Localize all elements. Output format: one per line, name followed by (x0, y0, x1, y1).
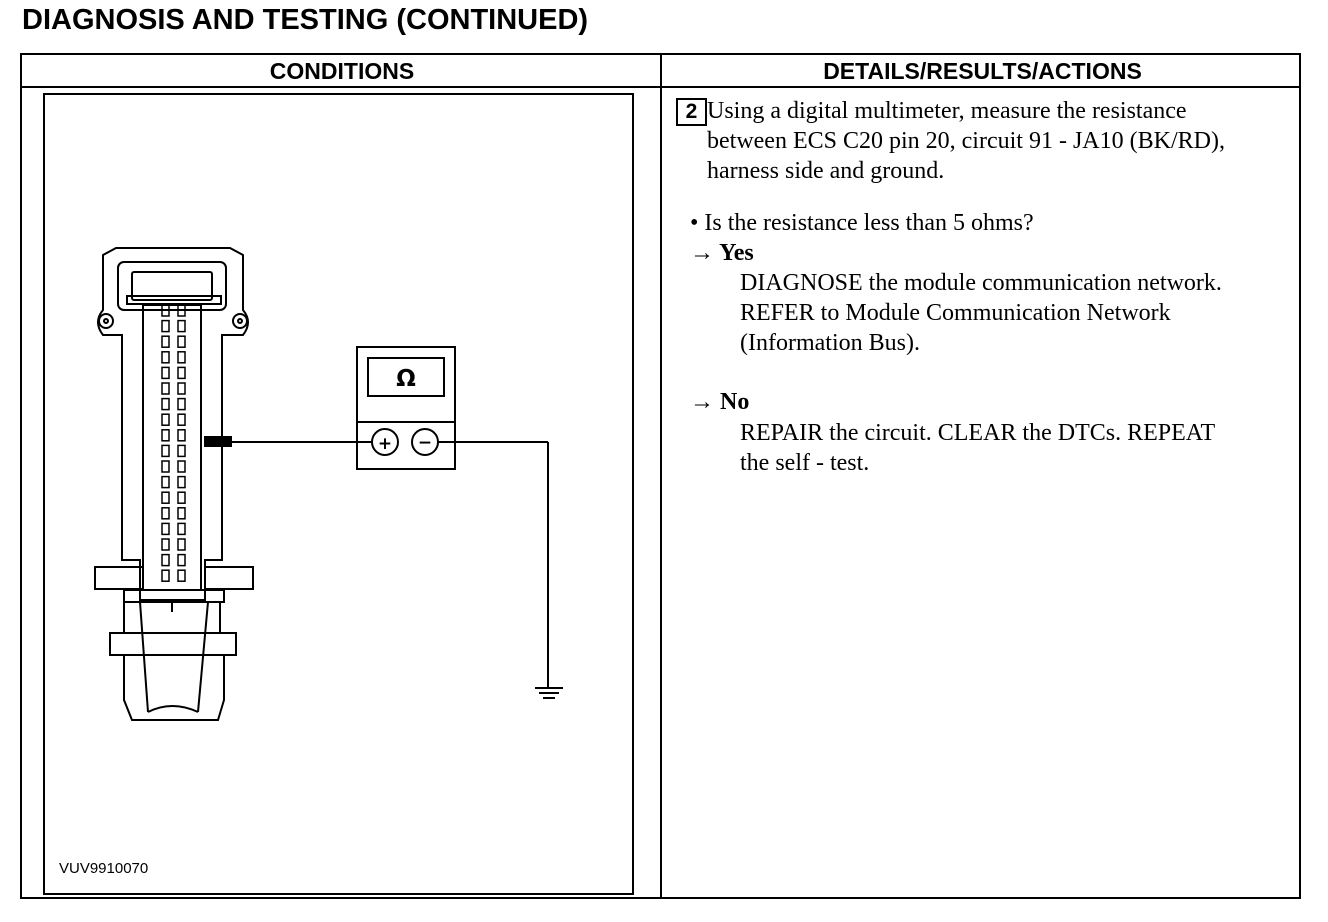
yes-action-line: REFER to Module Communication Network (740, 300, 1171, 326)
connector-pin (177, 538, 186, 551)
connector-pin (177, 382, 186, 395)
yes-action-line: DIAGNOSE the module communication networ… (740, 270, 1222, 296)
pin-grid (161, 304, 186, 582)
mount-hole-left-icon (98, 313, 114, 329)
details-header: DETAILS/RESULTS/ACTIONS (823, 58, 1142, 84)
step-instruction: Using a digital multimeter, measure the … (707, 96, 1307, 186)
connector-pin (161, 335, 170, 348)
connector-band (109, 632, 237, 656)
connector-pin (177, 304, 186, 317)
connector-drawing (94, 247, 563, 721)
no-action-line: REPAIR the circuit. CLEAR the DTCs. REPE… (740, 420, 1216, 446)
connector-pin (177, 351, 186, 364)
connector-latch (117, 261, 227, 311)
column-divider (660, 55, 662, 897)
connector-pin (161, 460, 170, 473)
connector-pin (161, 475, 170, 489)
figure-id: VUV9910070 (59, 860, 149, 877)
connector-pin (161, 304, 170, 317)
step-instruction-line: between ECS C20 pin 20, circuit 91 - JA1… (707, 128, 1225, 154)
meter-probe-tip (204, 436, 232, 447)
step-instruction-line: Using a digital multimeter, measure the … (707, 98, 1187, 124)
step-instruction-line: harness side and ground. (707, 158, 945, 184)
connector-pin (177, 335, 186, 348)
conditions-figure-frame (43, 93, 634, 895)
connector-pin (161, 538, 170, 551)
yes-label: Yes (719, 240, 754, 266)
yes-action: DIAGNOSE the module communication networ… (740, 268, 1310, 358)
connector-pin-cavity (142, 304, 202, 591)
connector-pin (177, 507, 186, 520)
plus-symbol: + (378, 434, 392, 454)
connector-pin (161, 444, 170, 458)
connector-pin (161, 382, 170, 395)
connector-pin (161, 366, 170, 380)
minus-symbol: − (418, 433, 432, 453)
connector-pin (177, 319, 186, 333)
connector-pin (177, 366, 186, 380)
multimeter-display (367, 357, 445, 397)
connector-pin (177, 475, 186, 489)
connector-pin (161, 397, 170, 411)
connector-pin (161, 429, 170, 442)
multimeter (356, 346, 456, 470)
yes-action-line: (Information Bus). (740, 330, 920, 356)
connector-pin (161, 491, 170, 504)
connector-pin (177, 397, 186, 411)
no-label: No (720, 389, 750, 415)
positive-terminal-icon (371, 428, 399, 456)
diagnosis-table: CONDITIONS DETAILS/RESULTS/ACTIONS (20, 53, 1301, 899)
conditions-header: CONDITIONS (269, 58, 415, 84)
connector-pin (177, 413, 186, 426)
arrow-right-icon: → (690, 389, 714, 415)
connector-pin (161, 553, 170, 567)
negative-terminal-icon (411, 428, 439, 456)
connector-pin (161, 569, 170, 582)
yes-result-label: → Yes (690, 238, 754, 268)
connector-pin (177, 460, 186, 473)
mount-hole-right-icon (232, 313, 248, 329)
test-question: • Is the resistance less than 5 ohms? (690, 210, 1034, 236)
arrow-right-icon: → (690, 240, 714, 266)
connector-pin (177, 569, 186, 582)
connector-ear-left (94, 566, 144, 590)
connector-pin (177, 429, 186, 442)
connector-pin (177, 522, 186, 536)
connector-pin (177, 491, 186, 504)
no-result-label: → No (690, 387, 749, 417)
connector-pin (161, 522, 170, 536)
harness-sleeve (123, 655, 225, 721)
connector-pin (161, 413, 170, 426)
connector-latch-inner (131, 271, 213, 301)
step-number-box: 2 (676, 98, 707, 126)
page-title: DIAGNOSIS AND TESTING (CONTINUED) (22, 4, 589, 36)
connector-pin (161, 351, 170, 364)
connector-pin (177, 553, 186, 567)
connector-pin (177, 444, 186, 458)
connector-pin (161, 507, 170, 520)
ohm-symbol: Ω (396, 366, 416, 392)
connector-ear-right (204, 566, 254, 590)
no-action-line: the self - test. (740, 450, 870, 476)
no-action: REPAIR the circuit. CLEAR the DTCs. REPE… (740, 418, 1310, 478)
connector-pin (161, 319, 170, 333)
connector-collar (123, 589, 225, 603)
